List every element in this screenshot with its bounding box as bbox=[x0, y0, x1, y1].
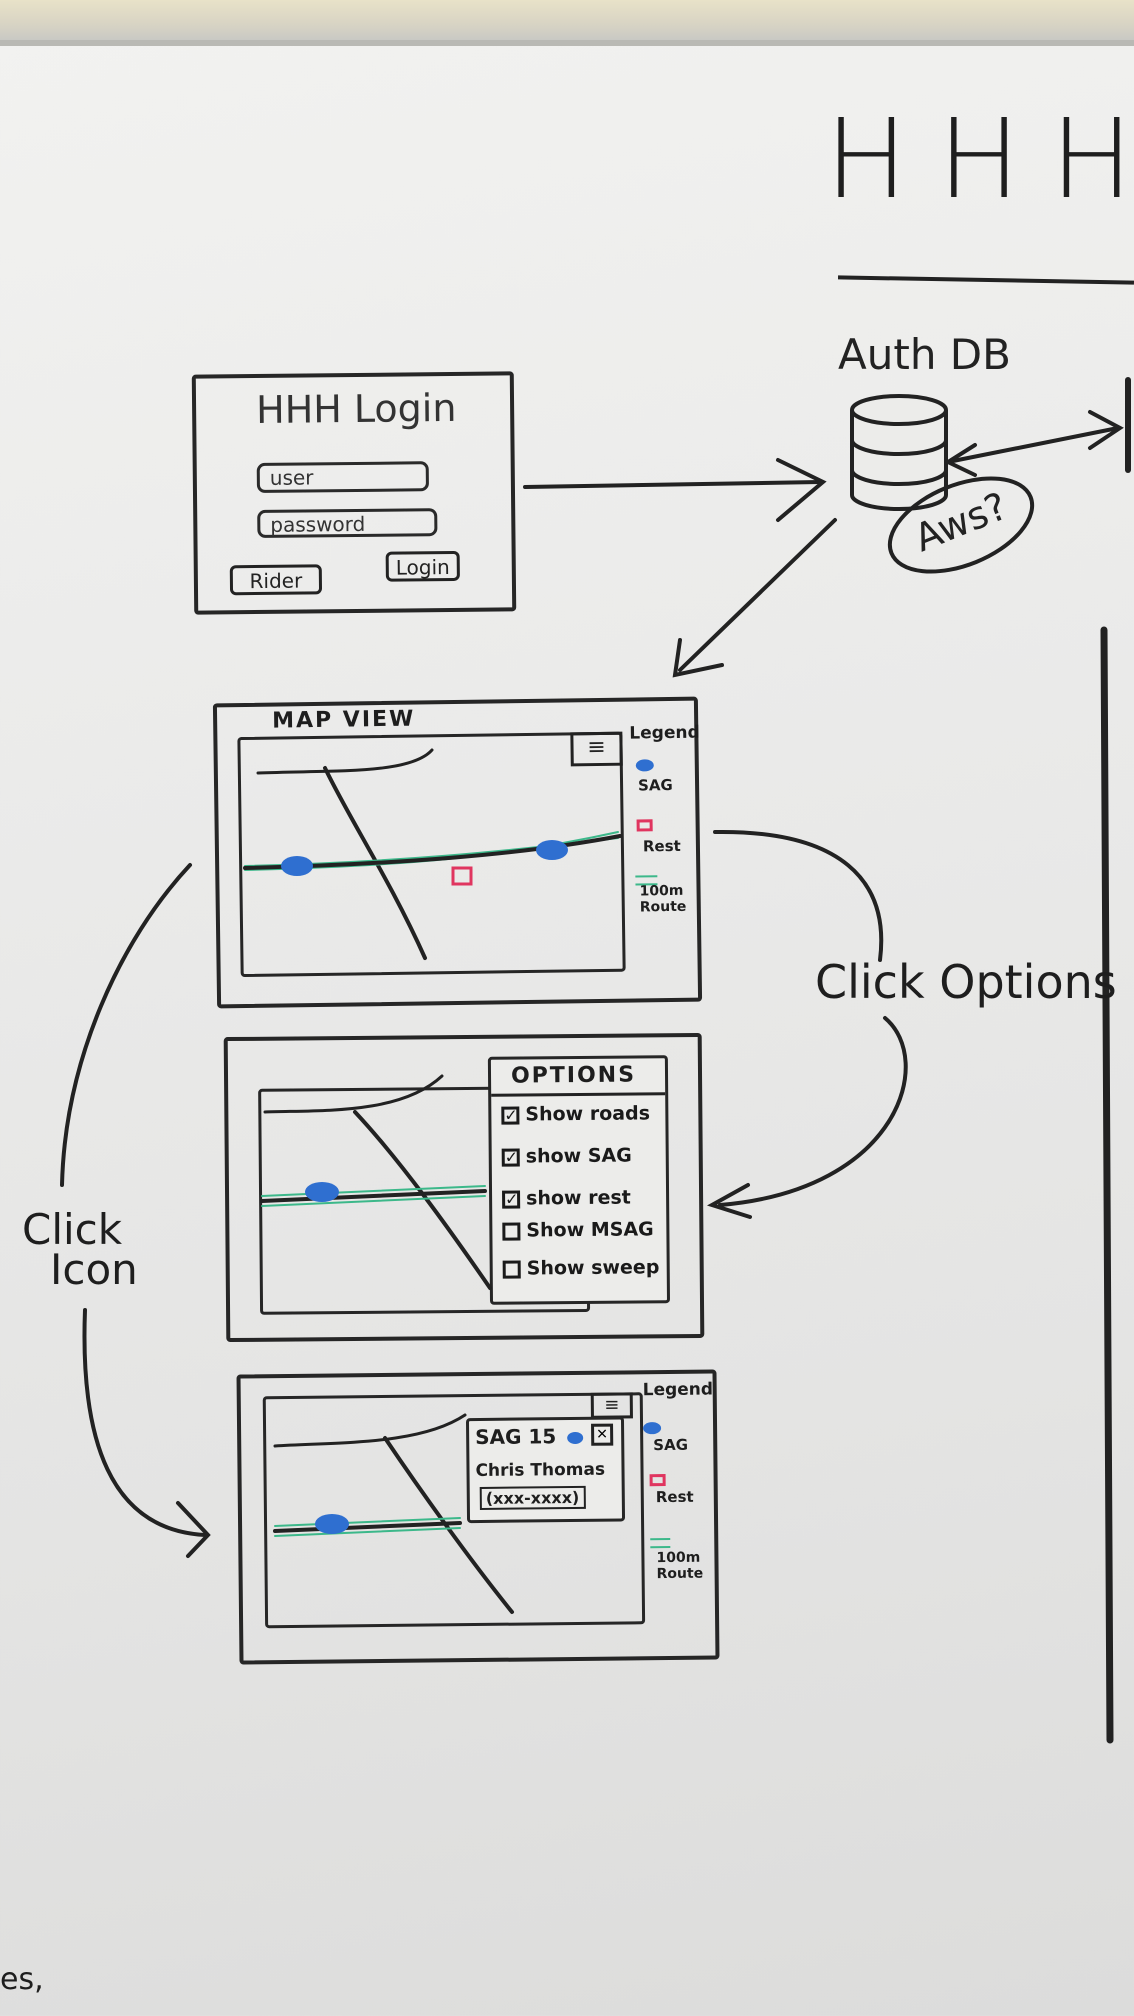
click-options-annotation: Click Options bbox=[815, 955, 1117, 1009]
click-icon-annotation-line1: Click bbox=[22, 1205, 123, 1254]
click-icon-annotation-line2: Icon bbox=[50, 1245, 138, 1294]
whiteboard-tray bbox=[0, 0, 1134, 46]
auth-db-label: Auth DB bbox=[838, 330, 1011, 379]
corner-text: es, bbox=[0, 1962, 44, 1997]
project-title: HHH bbox=[825, 95, 1134, 223]
